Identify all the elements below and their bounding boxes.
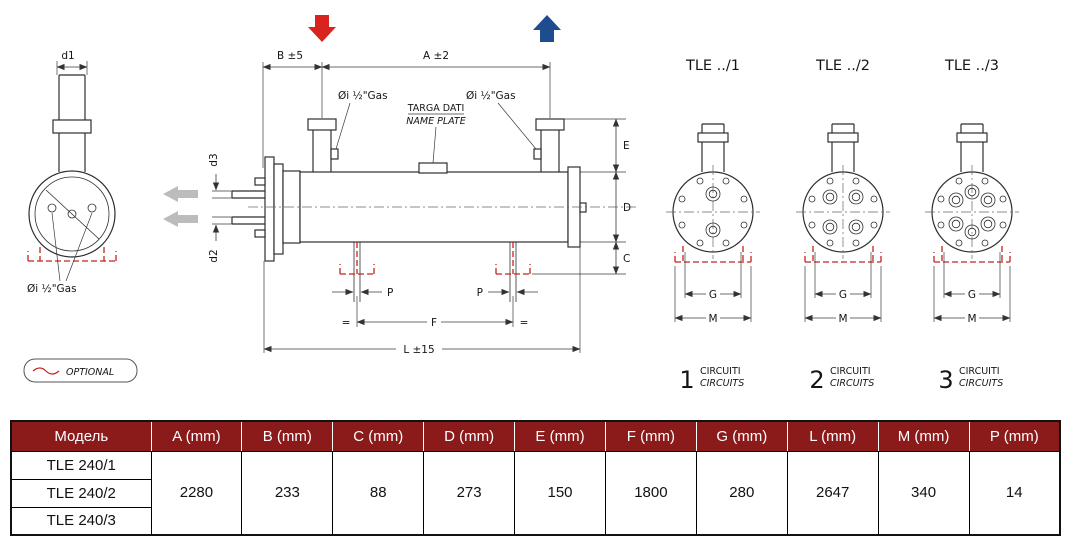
circuits-label-it: CIRCUITI xyxy=(830,366,871,377)
model-cell: TLE 240/3 xyxy=(10,506,152,536)
dim-label-g: G xyxy=(709,289,717,301)
support-foot-left xyxy=(339,242,375,302)
model-cell: TLE 240/1 xyxy=(10,450,152,480)
dim-label-g: G xyxy=(839,289,847,301)
optional-bracket xyxy=(804,246,882,263)
dim-label-d2: d2 xyxy=(208,249,220,262)
bolt-hole xyxy=(87,203,97,213)
optional-label: OPTIONAL xyxy=(66,367,114,378)
table-header-row: Модель A (mm) B (mm) C (mm) D (mm) E (mm… xyxy=(10,420,1061,452)
end-view-1: TLE ../1 G M 1 CIRCUITI CIRCUI xyxy=(666,58,760,394)
header-p: P (mm) xyxy=(968,420,1061,452)
gas-label-right: Øi ½"Gas xyxy=(466,90,516,102)
header-g: G (mm) xyxy=(695,420,788,452)
header-c: C (mm) xyxy=(332,420,425,452)
dim-label-d3: d3 xyxy=(208,153,220,166)
dim-label-m: M xyxy=(708,313,717,325)
header-f: F (mm) xyxy=(604,420,697,452)
end-view-title: TLE ../2 xyxy=(815,58,870,74)
inlet-arrow-icon xyxy=(308,15,336,42)
table-row: TLE 240/2 xyxy=(10,478,1060,508)
equal-sign-left: = xyxy=(342,317,351,329)
technical-drawing: d1 Øi ½"Gas B ±5 A ±2 xyxy=(23,15,1019,394)
dim-label-p-right: P xyxy=(477,287,483,299)
model-cell: TLE 240/2 xyxy=(10,478,152,508)
circuits-label-it: CIRCUITI xyxy=(959,366,1000,377)
dim-label-m: M xyxy=(838,313,847,325)
value-cell-b: 233 xyxy=(241,450,334,536)
name-plate: TARGA DATI NAME PLATE xyxy=(406,103,466,174)
dim-label-c: C xyxy=(623,253,630,265)
header-m: M (mm) xyxy=(877,420,970,452)
circuits-label-en: CIRCUITS xyxy=(959,378,1003,389)
value-cell-c: 88 xyxy=(332,450,425,536)
optional-bracket xyxy=(933,246,1011,263)
header-b: B (mm) xyxy=(241,420,334,452)
side-view: B ±5 A ±2 d3 d2 xyxy=(163,15,638,356)
value-cell-l: 2647 xyxy=(786,450,879,536)
dim-label-e: E xyxy=(623,140,630,152)
table-row: TLE 240/3 xyxy=(10,506,1060,536)
circuit-arrow-icon xyxy=(163,186,198,202)
circuits-number: 3 xyxy=(938,366,953,394)
optional-bracket xyxy=(674,246,752,263)
value-cell-e: 150 xyxy=(514,450,606,536)
table-row: TLE 240/1 2280 233 88 273 150 1800 280 2… xyxy=(10,450,1061,536)
value-cell-a: 2280 xyxy=(150,450,243,536)
header-l: L (mm) xyxy=(786,420,879,452)
dim-label-l: L ±15 xyxy=(403,344,434,356)
name-plate-subtitle: NAME PLATE xyxy=(406,116,465,127)
dim-label-d1: d1 xyxy=(61,50,74,62)
dim-label-m: M xyxy=(967,313,976,325)
equal-sign-right: = xyxy=(520,317,529,329)
value-cell-m: 340 xyxy=(877,450,970,536)
outlet-arrow-icon xyxy=(533,15,561,42)
end-view-3: TLE ../3 G M 3 xyxy=(925,58,1019,394)
circuits-label-en: CIRCUITS xyxy=(700,378,744,389)
bolt-hole xyxy=(47,203,57,213)
pipe-collar xyxy=(52,119,92,134)
header-model: Модель xyxy=(10,420,152,452)
header-e: E (mm) xyxy=(514,420,606,452)
dim-label-d: D xyxy=(623,202,631,214)
optional-legend: OPTIONAL xyxy=(23,358,138,383)
inlet-nozzle xyxy=(307,118,339,172)
value-cell-g: 280 xyxy=(695,450,788,536)
end-view-title: TLE ../3 xyxy=(944,58,999,74)
dim-label-b: B ±5 xyxy=(277,50,303,62)
dim-label-p-left: P xyxy=(387,287,393,299)
circuits-label-it: CIRCUITI xyxy=(700,366,741,377)
dim-label-g: G xyxy=(968,289,976,301)
value-cell-d: 273 xyxy=(423,450,516,536)
tube-plate-flange xyxy=(231,156,301,262)
dimensions-table: Модель A (mm) B (mm) C (mm) D (mm) E (mm… xyxy=(10,420,1061,536)
gas-label: Øi ½"Gas xyxy=(27,283,77,295)
circuits-number: 2 xyxy=(809,366,824,394)
circuit-arrow-icon xyxy=(163,211,198,227)
header-d: D (mm) xyxy=(423,420,516,452)
end-view-2: TLE ../2 G M 2 CIRCUITI xyxy=(796,58,890,394)
left-end-view: d1 Øi ½"Gas xyxy=(27,50,117,295)
outlet-nozzle xyxy=(533,118,565,172)
dim-label-f: F xyxy=(431,317,437,329)
support-foot-right xyxy=(495,242,531,302)
end-view-title: TLE ../1 xyxy=(685,58,740,74)
value-cell-p: 14 xyxy=(968,450,1061,536)
circuits-number: 1 xyxy=(679,366,694,394)
name-plate-title: TARGA DATI xyxy=(407,103,465,114)
dim-label-a: A ±2 xyxy=(423,50,449,62)
gas-label-left: Øi ½"Gas xyxy=(338,90,388,102)
value-cell-f: 1800 xyxy=(604,450,697,536)
header-a: A (mm) xyxy=(150,420,243,452)
circuits-label-en: CIRCUITS xyxy=(830,378,874,389)
optional-bracket xyxy=(27,247,117,262)
